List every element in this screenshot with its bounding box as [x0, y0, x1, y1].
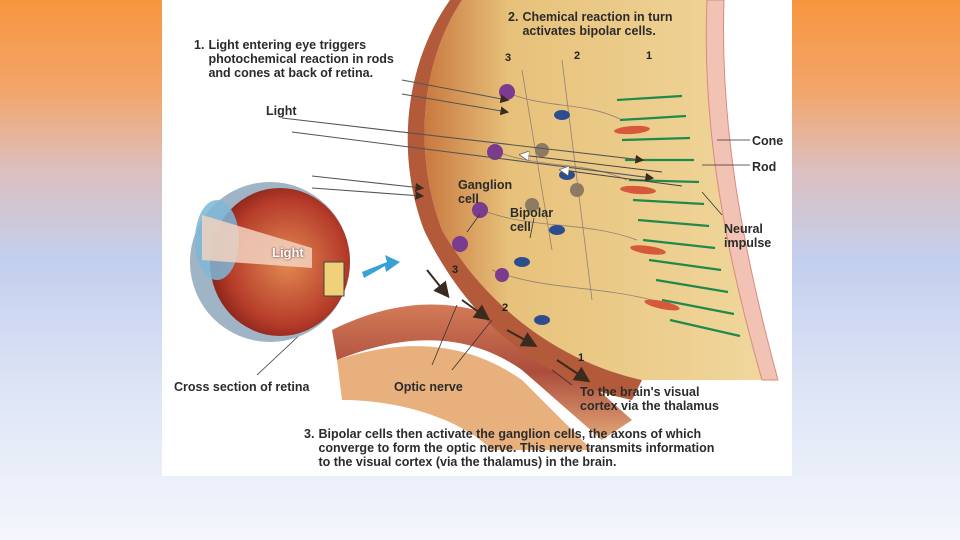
layer-number-side-2: 2: [502, 302, 509, 314]
step-3-text: Bipolar cells then activate the ganglion…: [318, 427, 715, 469]
layer-number-top-1: 1: [646, 50, 653, 62]
layer-number-side-1: 1: [578, 352, 585, 364]
cone-label: Cone: [752, 134, 784, 148]
optic-nerve-shape: [332, 304, 632, 440]
zoom-arrow-icon: [362, 255, 400, 278]
step-1-number: 1.: [194, 38, 205, 52]
step-2-number: 2.: [508, 10, 519, 24]
step-3: 3. Bipolar cells then activate the gangl…: [304, 427, 714, 469]
eyeball: [190, 182, 350, 342]
step-1: 1. Light entering eye triggers photochem…: [194, 38, 394, 80]
cross-section-label: Cross section of retina: [174, 380, 310, 394]
neuron-cells: [452, 59, 653, 325]
rod-label: Rod: [752, 160, 777, 174]
layer-number-top-2: 2: [574, 50, 581, 62]
photoreceptor-layer: [614, 94, 741, 338]
retina-diagram: 1. Light entering eye triggers photochem…: [162, 0, 792, 476]
step-2-text: Chemical reaction in turn activates bipo…: [522, 10, 673, 38]
step-1-text: Light entering eye triggers photochemica…: [208, 38, 394, 80]
layer-number-side-3: 3: [452, 264, 459, 276]
diagram-graphics: [190, 0, 779, 450]
ganglion-cell-label: Ganglion cell: [458, 178, 513, 206]
step-3-number: 3.: [304, 427, 315, 441]
light-label: Light: [266, 104, 297, 118]
layer-number-top-3: 3: [505, 52, 512, 64]
step-2: 2. Chemical reaction in turn activates b…: [508, 10, 672, 38]
brain-path-label: To the brain's visual cortex via the tha…: [580, 385, 719, 413]
light-inset-label: Light: [272, 245, 304, 260]
bipolar-cell-label: Bipolar cell: [510, 206, 554, 234]
neural-impulse-label: Neural impulse: [724, 222, 772, 250]
optic-nerve-label: Optic nerve: [394, 380, 463, 394]
